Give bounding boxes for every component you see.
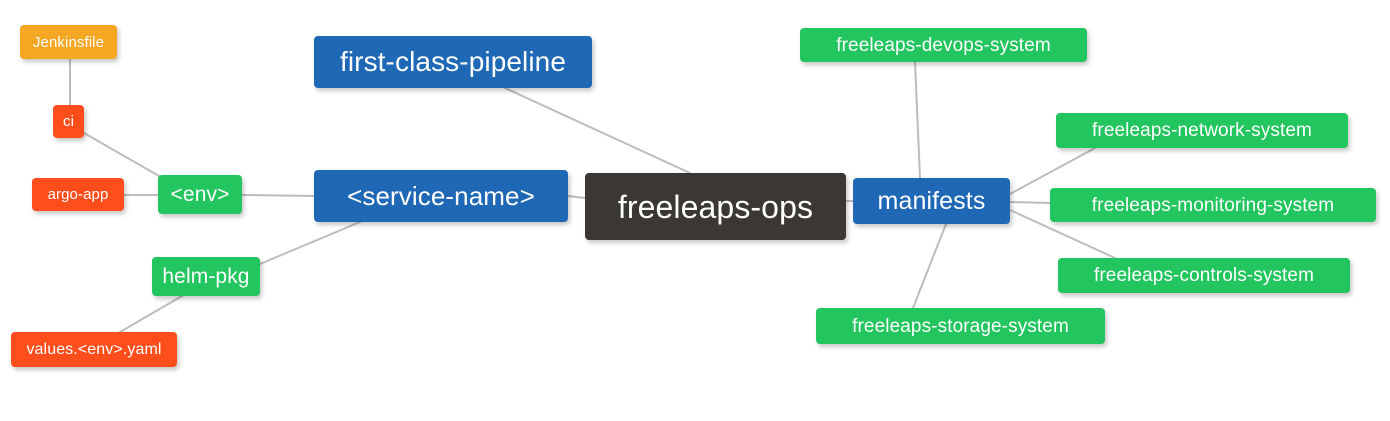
edge-ci-to-env xyxy=(83,132,167,181)
edge-manifests-to-storage-system xyxy=(912,223,947,309)
node-service-name[interactable]: <service-name> xyxy=(314,170,568,222)
node-argo-app[interactable]: argo-app xyxy=(32,178,124,211)
edge-service-name-to-freeleaps-ops xyxy=(567,195,586,199)
node-label-jenkinsfile: Jenkinsfile xyxy=(32,33,105,51)
node-env[interactable]: <env> xyxy=(158,175,242,214)
node-label-manifests: manifests xyxy=(877,186,986,215)
node-helm-pkg[interactable]: helm-pkg xyxy=(152,257,260,296)
node-label-monitoring-system: freeleaps-monitoring-system xyxy=(1091,194,1335,216)
node-label-helm-pkg: helm-pkg xyxy=(162,265,250,288)
edge-helm-pkg-to-service-name xyxy=(259,221,361,265)
node-label-storage-system: freeleaps-storage-system xyxy=(852,315,1069,337)
node-first-class-pipeline[interactable]: first-class-pipeline xyxy=(314,36,592,88)
node-jenkinsfile[interactable]: Jenkinsfile xyxy=(20,25,117,59)
node-values-yaml[interactable]: values.<env>.yaml xyxy=(11,332,177,367)
node-manifests[interactable]: manifests xyxy=(853,178,1010,224)
node-storage-system[interactable]: freeleaps-storage-system xyxy=(816,308,1105,344)
node-label-first-class-pipeline: first-class-pipeline xyxy=(339,46,567,77)
node-devops-system[interactable]: freeleaps-devops-system xyxy=(800,28,1087,62)
node-label-freeleaps-ops: freeleaps-ops xyxy=(617,188,814,225)
node-label-env: <env> xyxy=(170,183,230,206)
node-label-network-system: freeleaps-network-system xyxy=(1092,120,1312,141)
edge-manifests-to-devops-system xyxy=(914,61,921,179)
edge-manifests-to-monitoring-system xyxy=(1009,201,1051,204)
node-network-system[interactable]: freeleaps-network-system xyxy=(1056,113,1348,148)
node-label-devops-system: freeleaps-devops-system xyxy=(836,34,1051,56)
edge-values-yaml-to-helm-pkg xyxy=(119,295,183,333)
node-ci[interactable]: ci xyxy=(53,105,84,138)
edge-first-class-pipeline-to-freeleaps-ops xyxy=(504,87,691,174)
node-monitoring-system[interactable]: freeleaps-monitoring-system xyxy=(1050,188,1376,222)
node-label-argo-app: argo-app xyxy=(47,186,109,203)
node-controls-system[interactable]: freeleaps-controls-system xyxy=(1058,258,1350,293)
node-label-values-yaml: values.<env>.yaml xyxy=(26,340,162,358)
edge-env-to-service-name xyxy=(241,194,315,197)
node-label-ci: ci xyxy=(62,113,75,130)
node-label-controls-system: freeleaps-controls-system xyxy=(1093,265,1315,286)
node-freeleaps-ops[interactable]: freeleaps-ops xyxy=(585,173,846,240)
node-label-service-name: <service-name> xyxy=(347,181,535,211)
